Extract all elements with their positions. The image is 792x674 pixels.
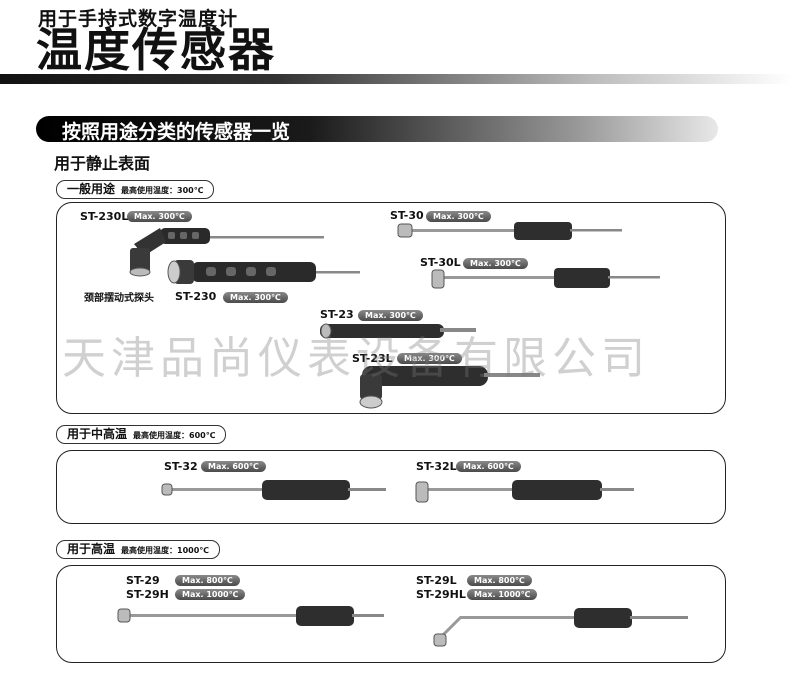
badge-st-32: Max. 600℃	[201, 461, 266, 472]
group-name: 一般用途	[67, 182, 116, 196]
badge-st-23: Max. 300℃	[358, 310, 423, 321]
probe-st-230-image	[167, 260, 360, 284]
probe-st-23-image	[320, 323, 476, 339]
probe-st-29l-image	[433, 608, 688, 647]
badge-st-30: Max. 300℃	[426, 211, 491, 222]
header-divider	[0, 74, 792, 84]
probe-st-29-image	[117, 606, 384, 626]
note-st-230: 颈部摆动式探头	[84, 293, 154, 304]
model-st-230l: ST-230L	[80, 210, 129, 223]
probe-st-32l-image	[415, 480, 634, 503]
model-st-230: ST-230	[175, 290, 217, 303]
model-st-29h: ST-29H	[126, 588, 169, 601]
section-title: 按照用途分类的传感器一览	[62, 121, 291, 143]
probe-st-230l-image	[129, 228, 324, 277]
model-st-32: ST-32	[164, 460, 198, 473]
group-name: 用于中高温	[67, 427, 128, 441]
model-st-29: ST-29	[126, 574, 160, 587]
group-name: 用于高温	[67, 542, 116, 556]
model-st-29l: ST-29L	[416, 574, 457, 587]
watermark: 天津品尚仪表设备有限公司	[62, 333, 650, 384]
badge-st-29l: Max. 800℃	[467, 575, 532, 586]
usage-heading: 用于静止表面	[54, 154, 151, 173]
badge-st-30l: Max. 300℃	[463, 258, 528, 269]
badge-st-23l: Max. 300℃	[397, 353, 462, 364]
model-st-23l: ST-23L	[352, 352, 393, 365]
group-max-note: 最高使用温度：1000℃	[121, 546, 209, 555]
badge-st-29h: Max. 1000℃	[175, 589, 246, 600]
probe-st-32-image	[161, 480, 386, 500]
model-st-30l: ST-30L	[420, 256, 461, 269]
probe-st-30-image	[397, 222, 622, 240]
badge-st-230: Max. 300℃	[223, 292, 288, 303]
group-max-note: 最高使用温度：600℃	[133, 431, 216, 440]
badge-st-230l: Max. 300℃	[127, 211, 192, 222]
probe-st-30l-image	[431, 268, 660, 289]
badge-st-29: Max. 800℃	[175, 575, 240, 586]
probe-st-23l-image	[359, 366, 540, 409]
model-st-30: ST-30	[390, 209, 424, 222]
page-title: 温度传感器	[36, 23, 276, 77]
group-label-mid-high: 用于中高温最高使用温度：600℃	[56, 425, 227, 444]
model-st-29hl: ST-29HL	[416, 588, 466, 601]
page-subtitle: 用于手持式数字温度计	[38, 8, 239, 30]
section-bar: 按照用途分类的传感器一览	[36, 116, 718, 143]
model-st-32l: ST-32L	[416, 460, 457, 473]
model-st-23: ST-23	[320, 308, 354, 321]
group-max-note: 最高使用温度：300℃	[121, 186, 204, 195]
badge-st-29hl: Max. 1000℃	[467, 589, 538, 600]
group-label-high: 用于高温最高使用温度：1000℃	[56, 540, 220, 559]
badge-st-32l: Max. 600℃	[456, 461, 521, 472]
group-label-general: 一般用途最高使用温度：300℃	[56, 180, 215, 199]
